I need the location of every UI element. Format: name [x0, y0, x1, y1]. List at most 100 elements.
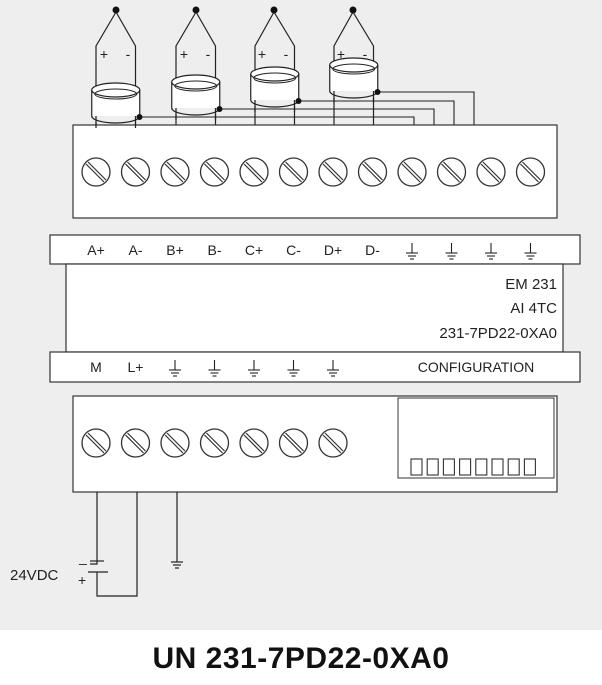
bottom-terminal-screw-slot-b — [164, 434, 184, 454]
dip-switch — [459, 458, 472, 476]
top-terminal-screw-slot-a — [324, 161, 344, 181]
shield-bottom-arc — [171, 107, 221, 116]
bottom-terminal-screw-head — [278, 428, 309, 458]
top-terminal-screw — [278, 157, 309, 187]
bottom-terminal-screw-slot-b — [204, 434, 223, 454]
shield-inner-ellipse — [94, 88, 138, 100]
top-terminal-screw-slot-a — [127, 161, 146, 181]
thermocouple-wire-negative — [195, 11, 217, 82]
polarity-plus: + — [180, 46, 188, 62]
top-terminal-screw-head — [160, 157, 190, 187]
bottom-terminal-screw-head — [160, 428, 190, 458]
top-terminal-screw-head — [476, 157, 506, 187]
power-supply-label: 24VDC — [10, 567, 59, 584]
bottom-terminal-screw-head — [199, 428, 230, 458]
thermocouple-shield-sleeve — [171, 74, 221, 116]
bottom-terminal-screw-slot-a — [245, 432, 265, 452]
top-terminal-screw — [318, 157, 348, 187]
top-terminal-label: D+ — [324, 242, 342, 258]
thermocouple-shield-sleeve — [91, 82, 141, 124]
bottom-terminal-screw-slot-a — [206, 432, 225, 452]
top-terminal-screw-slot-a — [364, 161, 383, 181]
top-terminal-screw-slot-b — [125, 163, 144, 183]
power-minus-sign: _ — [78, 549, 87, 565]
dip-switch — [523, 458, 536, 476]
top-terminal-screw — [357, 157, 388, 187]
top-terminal-label: A- — [129, 242, 143, 258]
dip-switch — [475, 458, 488, 476]
thermocouple-junction — [112, 6, 120, 14]
top-terminal-screw-head — [357, 157, 388, 187]
top-terminal-screw — [436, 157, 467, 187]
dip-switch — [507, 458, 520, 476]
top-terminal-screw-head — [397, 157, 427, 187]
top-terminal-screw-slot-a — [482, 161, 502, 181]
bottom-terminal-screw — [199, 428, 230, 458]
top-terminal-screw-head — [239, 157, 269, 187]
shield-bottom-arc — [329, 90, 379, 99]
top-terminal-screw-slot-a — [206, 161, 225, 181]
dip-switch — [410, 458, 423, 476]
dip-switch — [442, 458, 455, 476]
bottom-ground-symbol — [208, 360, 221, 377]
shield-inner-ellipse — [174, 80, 218, 92]
bottom-terminal-screw — [81, 428, 111, 458]
polarity-plus: + — [100, 46, 108, 62]
top-terminal-screw-head — [318, 157, 348, 187]
wire-m — [90, 492, 98, 565]
bottom-terminal-label: L+ — [128, 359, 144, 375]
bottom-terminal-screw — [239, 428, 269, 458]
top-ground-symbol — [524, 243, 537, 260]
top-terminal-screw-slot-b — [243, 163, 263, 183]
top-ground-symbol — [445, 243, 458, 260]
top-terminal-screw-head — [436, 157, 467, 187]
polarity-plus: + — [258, 46, 266, 62]
bottom-terminal-screw — [160, 428, 190, 458]
shield-inner-ellipse — [253, 72, 297, 84]
module-body — [65, 263, 564, 353]
bottom-terminal-screw-head — [120, 428, 151, 458]
top-terminal-screw-slot-b — [164, 163, 184, 183]
shield-top-ellipse — [91, 82, 141, 98]
module-line-1: EM 231 — [505, 276, 557, 293]
shield-bottom-arc — [250, 99, 300, 108]
bottom-terminal-screw-slot-a — [166, 432, 186, 452]
shield-connection-dot — [136, 114, 143, 120]
polarity-plus: + — [337, 46, 345, 62]
top-terminal-screw-head — [120, 157, 151, 187]
thermocouple-shield-sleeve — [329, 57, 379, 99]
top-terminal-screw — [120, 157, 151, 187]
dip-switch — [426, 458, 439, 476]
bottom-terminal-screw-head — [81, 428, 111, 458]
bottom-ground-symbol — [287, 360, 300, 377]
shield-bottom-arc — [91, 115, 141, 124]
top-ground-symbol — [485, 243, 497, 260]
bottom-ground-symbol — [248, 360, 260, 377]
thermocouple-wire-negative — [115, 11, 137, 90]
shield-connection-dot — [374, 89, 381, 95]
shield-top-ellipse — [329, 57, 379, 73]
thermocouple-wire-negative — [273, 11, 296, 74]
top-terminal-screw-slot-b — [441, 163, 460, 183]
top-terminal-screw-slot-b — [480, 163, 500, 183]
top-terminal-screw-slot-a — [87, 161, 107, 181]
bottom-terminal-screw-slot-b — [283, 434, 302, 454]
diagram-caption: UN 231-7PD22-0XA0 — [152, 642, 450, 675]
top-terminal-screw-slot-b — [322, 163, 342, 183]
bottom-ground-symbol — [327, 360, 339, 377]
bottom-terminal-screw — [120, 428, 151, 458]
top-terminal-screw-slot-b — [520, 163, 539, 183]
top-terminal-block — [72, 124, 558, 219]
thermocouple-wire-negative — [352, 11, 375, 65]
shield-drain-wire — [377, 91, 475, 126]
bottom-terminal-label: M — [90, 359, 102, 375]
top-terminal-screw — [397, 157, 427, 187]
shield-top-ellipse — [250, 66, 300, 82]
module-part-number: 231-7PD22-0XA0 — [439, 325, 557, 342]
bottom-terminal-screw — [318, 428, 348, 458]
thermocouple-junction — [349, 6, 357, 14]
top-terminal-screw-slot-b — [204, 163, 223, 183]
bottom-terminal-screw-slot-a — [127, 432, 146, 452]
top-terminal-screw-slot-b — [283, 163, 302, 183]
top-terminal-screw-head — [515, 157, 546, 187]
